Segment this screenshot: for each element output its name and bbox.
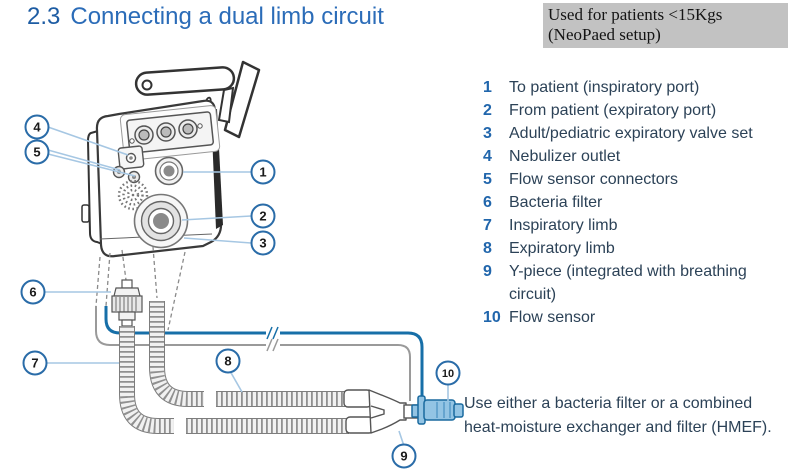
callouts: 1 2 3 4 5 6 7 [20, 114, 461, 469]
legend-item-label: Inspiratory limb [509, 217, 618, 234]
y-piece-component [343, 389, 419, 434]
hook-neck [217, 86, 235, 124]
svg-text:7: 7 [31, 356, 38, 371]
callout-8: 8 [215, 348, 241, 374]
legend-item-label: Bacteria filter [509, 194, 603, 211]
speaker-grille-icon [117, 179, 149, 211]
expiratory-limb-tube [149, 301, 347, 407]
svg-text:9: 9 [400, 449, 407, 464]
hanger-hook-icon [134, 60, 261, 139]
legend-item-number: 9 [483, 263, 492, 280]
legend-item-number: 6 [483, 194, 492, 211]
svg-text:1: 1 [259, 165, 266, 180]
legend-item: 1 To patient (inspiratory port) [483, 76, 775, 99]
callout-10: 10 [435, 360, 461, 386]
footnote: Use either a bacteria filter or a combin… [464, 395, 772, 436]
hook-bar [134, 66, 236, 96]
legend-item-label: Adult/pediatric expiratory valve set [509, 125, 753, 142]
panel-connector-1-core [138, 129, 150, 141]
bacteria-filter-component [111, 279, 143, 327]
svg-text:2: 2 [259, 209, 266, 224]
nebulizer-outlet-port [117, 145, 145, 170]
svg-text:8: 8 [224, 354, 231, 369]
legend-item: 7 Inspiratory limb [483, 214, 775, 237]
callout-4: 4 [24, 114, 50, 140]
device-left-tab [81, 204, 90, 223]
legend-item: 8 Expiratory limb [483, 237, 775, 260]
top-connector-panel [119, 105, 221, 161]
legend-item-number: 8 [483, 240, 492, 257]
svg-text:3: 3 [259, 236, 266, 251]
panel-connector-3-core [182, 123, 194, 135]
patient-setup-note-line2: (NeoPaed setup) [548, 25, 661, 44]
legend-item: 6 Bacteria filter [483, 191, 775, 214]
legend-item-number: 7 [483, 217, 492, 234]
legend-item: 4 Nebulizer outlet [483, 145, 775, 168]
legend-item-number: 1 [483, 79, 492, 96]
legend-item-number: 4 [483, 148, 492, 165]
legend-item: 2 From patient (expiratory port) [483, 99, 775, 122]
svg-text:5: 5 [33, 145, 40, 160]
svg-text:6: 6 [29, 285, 36, 300]
inspiratory-port [154, 156, 184, 186]
circuit-diagram: 1 2 3 4 5 6 7 [20, 60, 464, 469]
callout-2: 2 [250, 203, 276, 229]
legend-item-label: Flow sensor [509, 309, 596, 326]
sensor-line-gray [95, 306, 411, 401]
dashed-connection-lines [95, 246, 186, 331]
legend-item-label: Nebulizer outlet [509, 148, 621, 165]
callout-7: 7 [22, 350, 48, 376]
callout-5: 5 [24, 139, 50, 165]
panel-connector-2-core [160, 126, 172, 138]
callout-6: 6 [20, 279, 46, 305]
callout-1: 1 [250, 159, 276, 185]
legend-item-label: Expiratory limb [509, 240, 615, 257]
flow-sensor-component [411, 395, 464, 425]
page-title: 2.3 Connecting a dual limb circuit [27, 3, 384, 31]
expiratory-port [133, 193, 189, 249]
hook-hole [141, 79, 153, 91]
legend-item-label: Flow sensor connectors [509, 171, 678, 188]
patient-setup-note: Used for patients <15Kgs (NeoPaed setup) [543, 3, 788, 48]
panel-screw-right [197, 123, 203, 129]
legend-item-number: 10 [483, 309, 501, 326]
legend-item: 9 Y-piece (integrated with breathing cir… [483, 260, 775, 306]
svg-text:4: 4 [33, 120, 41, 135]
inspiratory-limb-tube [119, 326, 349, 434]
patient-setup-note-line1: Used for patients <15Kgs [548, 5, 723, 24]
callout-leader-lines [44, 126, 449, 447]
callout-3: 3 [250, 230, 276, 256]
legend-item-number: 3 [483, 125, 492, 142]
legend-item: 3 Adult/pediatric expiratory valve set [483, 122, 775, 145]
legend-item-label: Y-piece (integrated with breathing circu… [509, 263, 747, 303]
ventilator-device [81, 99, 223, 258]
callout-9: 9 [391, 443, 417, 469]
legend-item-label: To patient (inspiratory port) [509, 79, 700, 96]
svg-text:10: 10 [442, 368, 454, 380]
legend-item-number: 2 [483, 102, 492, 119]
panel-screw-left [129, 138, 135, 144]
legend: 1 To patient (inspiratory port) 2 From p… [483, 76, 775, 329]
legend-item-label: From patient (expiratory port) [509, 102, 717, 119]
section-number: 2.3 [27, 3, 61, 30]
page-title-text: Connecting a dual limb circuit [70, 3, 384, 30]
legend-item: 10 Flow sensor [483, 306, 775, 329]
legend-item: 5 Flow sensor connectors [483, 168, 775, 191]
legend-item-number: 5 [483, 171, 492, 188]
